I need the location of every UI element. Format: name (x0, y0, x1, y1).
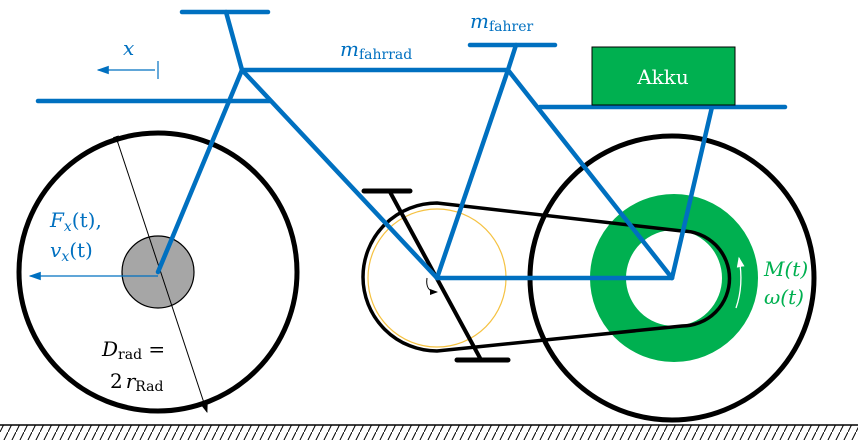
torque-label: M(t) (763, 257, 808, 281)
x-label: x (123, 36, 134, 60)
rotation-arrow (735, 256, 745, 309)
force-label: Fx(t), (49, 208, 102, 235)
diameter-arrow (112, 135, 208, 413)
ground (0, 424, 858, 440)
angular-velocity-label: ω(t) (764, 285, 804, 309)
m-fahrer-label: mfahrer (470, 9, 533, 35)
diameter-label: Drad = (101, 337, 165, 363)
akku-label: Akku (636, 65, 689, 89)
bike-frame (35, 9, 788, 281)
battery-akku: Akku (591, 46, 736, 106)
m-fahrrad-label: mfahrrad (340, 37, 412, 63)
chain (361, 201, 732, 353)
velocity-label: vx(t) (50, 238, 93, 265)
crank-rotation-arrow (426, 277, 438, 295)
